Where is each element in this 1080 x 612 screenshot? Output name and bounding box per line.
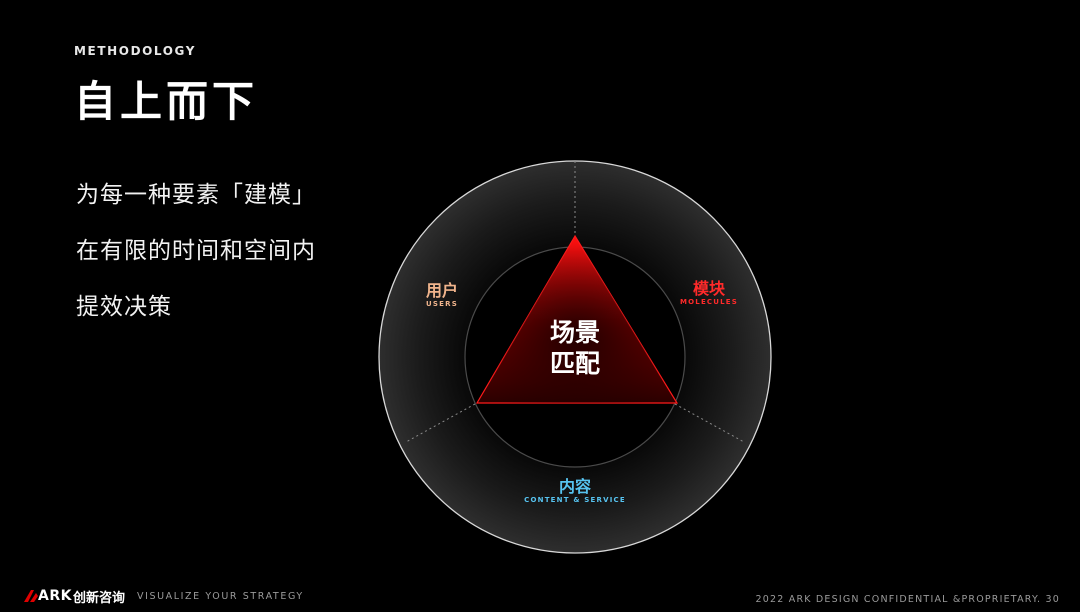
body-line-3: 提效决策 xyxy=(76,294,172,320)
page-number: 30 xyxy=(1045,594,1060,605)
node-molecules-sublabel: MOLECULES xyxy=(679,298,739,306)
ark-mark-icon xyxy=(24,590,38,602)
node-content-label: 内容 xyxy=(558,477,592,496)
divider-right xyxy=(674,403,745,443)
ark-logo: ARK 创新咨询 xyxy=(24,588,125,606)
body-line-2: 在有限的时间和空间内 xyxy=(76,238,316,264)
tagline: VISUALIZE YOUR STRATEGY xyxy=(136,590,304,602)
footer-legal: 2022 ARK DESIGN CONFIDENTIAL &PROPRIETAR… xyxy=(756,594,1060,605)
eyebrow-label: METHODOLOGY xyxy=(74,44,197,58)
divider-left xyxy=(405,403,476,443)
node-content-sublabel: CONTENT & SERVICE xyxy=(524,496,626,504)
center-label-line2: 匹配 xyxy=(549,349,601,378)
body-line-1: 为每一种要素「建模」 xyxy=(76,182,316,208)
page-title: 自上而下 xyxy=(74,77,259,126)
node-molecules: 模块 MOLECULES xyxy=(680,280,738,307)
node-molecules-label: 模块 xyxy=(692,279,726,298)
logo-cn-text: 创新咨询 xyxy=(72,590,125,606)
footer-brand: ARK 创新咨询 VISUALIZE YOUR STRATEGY xyxy=(24,588,304,606)
node-content: 内容 CONTENT & SERVICE xyxy=(524,478,626,505)
logo-ark-text: ARK xyxy=(38,588,72,604)
center-label: 场景 匹配 xyxy=(550,317,600,379)
diagram-graphic xyxy=(378,160,772,554)
node-users-sublabel: USERS xyxy=(426,300,458,308)
body-text: 为每一种要素「建模」 在有限的时间和空间内 提效决策 xyxy=(76,176,316,344)
scene-matching-diagram: 用户 USERS 模块 MOLECULES 内容 CONTENT & SERVI… xyxy=(370,152,780,562)
node-users-label: 用户 xyxy=(425,281,459,300)
center-label-line1: 场景 xyxy=(549,318,601,347)
copyright-text: 2022 ARK DESIGN CONFIDENTIAL &PROPRIETAR… xyxy=(755,594,1042,605)
node-users: 用户 USERS xyxy=(426,282,458,309)
